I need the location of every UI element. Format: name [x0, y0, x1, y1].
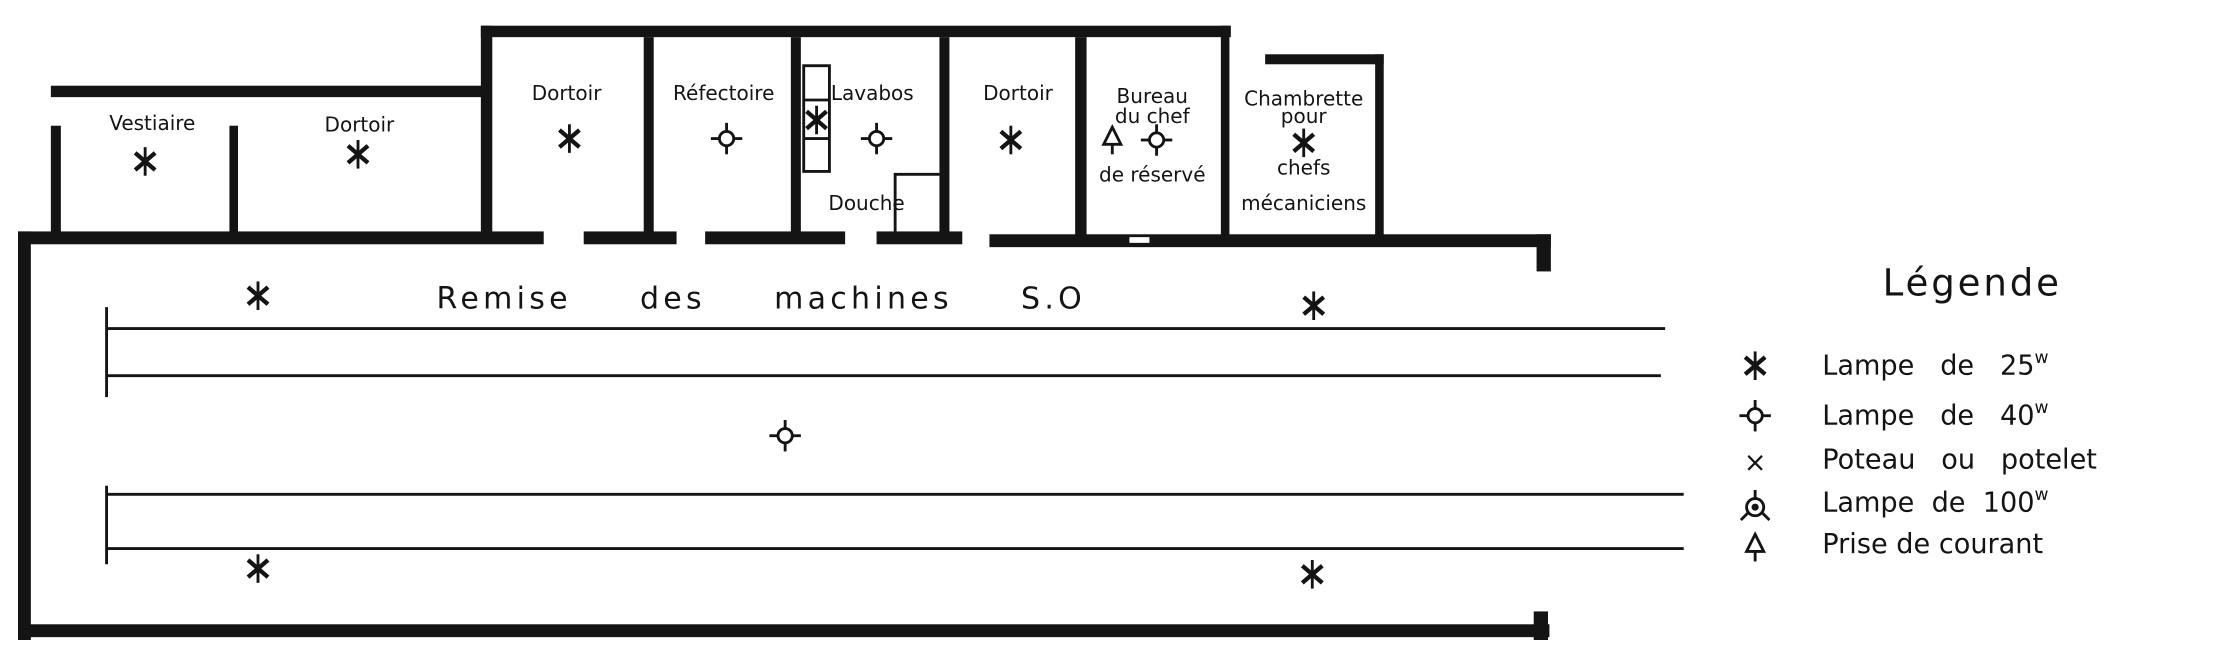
- lamp-25w-icon: [807, 106, 827, 135]
- legend-title: Légende: [1883, 262, 2062, 305]
- room-label: chefs: [1277, 155, 1330, 179]
- lamp-40w-icon: [709, 121, 744, 156]
- room-label: Dortoir: [532, 81, 602, 105]
- power-outlet-icon: [1745, 532, 1766, 563]
- room-label: Vestiaire: [109, 111, 195, 135]
- walls: [18, 25, 1551, 640]
- lamp-25w-icon: [559, 124, 579, 153]
- room-label: Dortoir: [983, 81, 1053, 105]
- lamp-25w-icon: [1294, 129, 1314, 158]
- lamp-25w-icon: [248, 281, 268, 310]
- room-label: Lavabos: [831, 81, 914, 105]
- room-label: du chef: [1115, 104, 1191, 128]
- room-label: Chambrette: [1244, 87, 1363, 111]
- room-label: Dortoir: [325, 112, 395, 136]
- lamp-25w-icon: [1304, 291, 1324, 320]
- hall-title: Remise des machines S.O: [437, 282, 1087, 317]
- room-label: Réfectoire: [673, 81, 774, 105]
- lamp-25w-icon: [1745, 351, 1765, 380]
- power-outlet-icon: [1102, 125, 1123, 156]
- lamp-25w-icon: [1302, 560, 1322, 589]
- room-label: Douche: [828, 191, 904, 215]
- post-icon: ×: [1744, 447, 1767, 478]
- room-label: pour: [1281, 104, 1328, 128]
- lamp-40w-icon: [859, 121, 894, 156]
- lamp-40w-icon: [1738, 398, 1773, 433]
- legend: Légende Lampe de 25w Lampe de 40w × Pote…: [1738, 262, 2097, 563]
- room-labels: Vestiaire Dortoir Dortoir Réfectoire Lav…: [109, 81, 1366, 317]
- legend-item: Lampe de 25w: [1822, 348, 2048, 381]
- rail-tracks: [105, 307, 1684, 565]
- lamp-25w-icon: [348, 140, 368, 169]
- lamp-40w-icon: [1139, 122, 1174, 158]
- legend-item: Lampe de 100w: [1822, 485, 2048, 518]
- lamp-25w-icon: [135, 147, 155, 176]
- legend-item: Lampe de 40w: [1822, 398, 2048, 431]
- lamp-100w-icon: [1739, 490, 1771, 522]
- legend-item: Prise de courant: [1822, 529, 2043, 560]
- lamp-25w-icon: [1001, 126, 1021, 155]
- lamp-40w-icon: [768, 418, 803, 453]
- lamp-25w-icon: [248, 554, 268, 583]
- room-label: Bureau: [1117, 84, 1188, 108]
- room-label: mécaniciens: [1241, 191, 1366, 215]
- room-label: de réservé: [1099, 162, 1206, 186]
- legend-item: Poteau ou potelet: [1822, 445, 2097, 476]
